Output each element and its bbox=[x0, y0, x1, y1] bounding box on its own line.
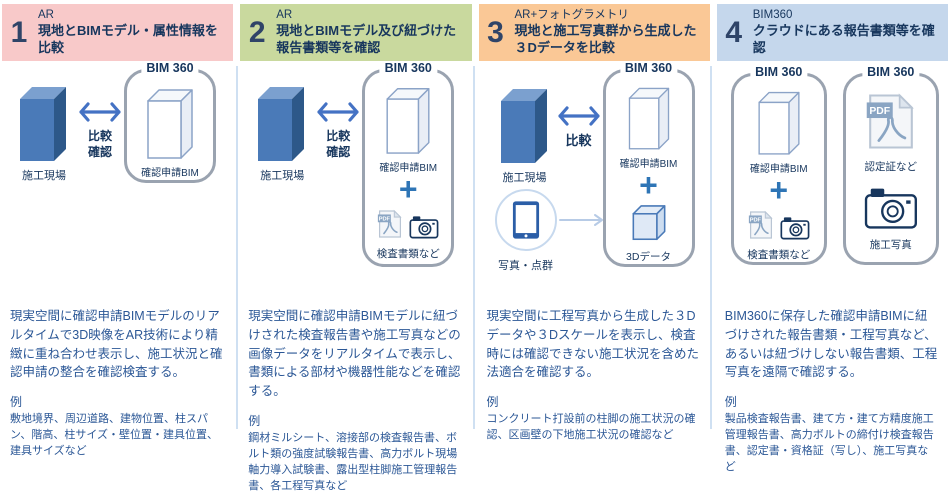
bim360-label: BIM 360 bbox=[750, 65, 808, 79]
site-label: 施工現場 bbox=[260, 170, 305, 182]
column-3-diagram: 施工現場 比較 写真・点群 BIM 360 bbox=[479, 61, 710, 299]
example-list: 鋼材ミルシート、溶接部の検査報告書、ボルト類の強度試験報告書、高力ボルト現場軸力… bbox=[248, 431, 458, 492]
step-number: 3 bbox=[487, 15, 504, 49]
camera-icon bbox=[780, 217, 810, 240]
documents-label: 検査書類など bbox=[747, 249, 811, 261]
double-arrow-icon bbox=[79, 102, 121, 122]
bim360-label: BIM 360 bbox=[619, 61, 678, 75]
column-1-text: 現実空間に確認申請BIMモデルのリアルタイムで3D映像をAR技術により精緻に重ね… bbox=[2, 299, 233, 460]
compare-label: 比較 bbox=[565, 133, 592, 148]
column-4-text: BIM360に保存した確認申請BIMに紐づけされた報告書類・工程写真など、あるい… bbox=[717, 299, 948, 476]
camera-icon bbox=[409, 216, 439, 239]
3d-data-label: 3Dデータ bbox=[626, 251, 671, 263]
certificate-label: 認定証など bbox=[864, 161, 918, 173]
model-label: 確認申請BIM bbox=[619, 158, 678, 170]
step-number: 2 bbox=[248, 15, 266, 49]
3d-data-cube-icon bbox=[632, 204, 665, 240]
bim360-container-right: BIM 360 PDF 認定証など 施工写真 bbox=[842, 65, 939, 265]
pdf-badge-text: PDF bbox=[379, 217, 391, 223]
example-list: 製品検査報告書、建て方・建て方精度施工管理報告書、高力ボルトの締付け検査報告書、… bbox=[724, 413, 934, 473]
site-label: 施工現場 bbox=[502, 172, 547, 184]
model-label: 確認申請BIM bbox=[379, 163, 438, 174]
description: 現実空間に確認申請BIMモデルに紐づけされた検査報告書や施工写真などの画像データ… bbox=[248, 309, 461, 398]
tablet-icon bbox=[512, 201, 539, 239]
pdf-badge-text: PDF bbox=[869, 106, 890, 117]
camera-icon bbox=[864, 188, 917, 229]
method-tag: AR bbox=[38, 9, 54, 22]
site-label: 施工現場 bbox=[22, 170, 66, 182]
column-4-header: 4 BIM360 クラウドにある報告書類等を確認 bbox=[716, 4, 948, 61]
generate-arrow-icon bbox=[558, 214, 603, 226]
column-3-header: 3 AR+フォトグラメトリ 現地と施工写真群から生成した３Dデータを比較 bbox=[478, 4, 710, 61]
step-title: 現地とBIMモデル・属性情報を比較 bbox=[38, 22, 218, 55]
bim360-container: BIM 360 確認申請BIM + PDF bbox=[362, 61, 455, 267]
column-2: 2 AR 現地とBIMモデル及び紐づけた報告書類等を確認 施工現場 比較 確認 … bbox=[240, 4, 472, 495]
bim360-container: BIM 360 確認申請BIM + 3Dデータ bbox=[602, 61, 695, 267]
description: 現実空間に確認申請BIMモデルのリアルタイムで3D映像をAR技術により精緻に重ね… bbox=[10, 309, 223, 380]
example-heading: 例 bbox=[486, 395, 499, 409]
compare-label: 比較 確認 bbox=[87, 129, 112, 159]
example-heading: 例 bbox=[10, 395, 23, 409]
plus-sign: + bbox=[769, 171, 789, 208]
column-1-header: 1 AR 現地とBIMモデル・属性情報を比較 bbox=[2, 4, 234, 61]
column-2-diagram: 施工現場 比較 確認 BIM 360 確認申請BIM + bbox=[240, 61, 471, 299]
model-label: 確認申請BIM bbox=[141, 168, 199, 179]
plus-sign: + bbox=[639, 166, 658, 203]
documents-label: 検査書類など bbox=[376, 248, 440, 261]
pdf-document-icon: PDF bbox=[866, 93, 914, 149]
column-1-diagram: 施工現場 比較 確認 BIM 360 確認申請BIM bbox=[2, 61, 233, 299]
compare-label: 比較 確認 bbox=[326, 129, 351, 159]
photo-label: 施工写真 bbox=[869, 239, 912, 251]
bim360-label: BIM 360 bbox=[141, 61, 199, 75]
pdf-document-icon: PDF bbox=[748, 210, 773, 239]
column-divider bbox=[473, 66, 475, 429]
example-list: コンクリート打設前の柱脚の施工状況の確認、区画壁の下地施工状況の確認など bbox=[486, 413, 696, 441]
column-3: 3 AR+フォトグラメトリ 現地と施工写真群から生成した３Dデータを比較 施工現… bbox=[478, 4, 710, 495]
column-4-diagram: BIM 360 確認申請BIM + PDF bbox=[717, 61, 948, 299]
construction-site-3d-box-icon bbox=[500, 89, 547, 163]
column-3-text: 現実空間に工程写真から生成した３Dデータや３Dスケールを表示し、検査時には確認で… bbox=[479, 299, 710, 444]
bim360-container: BIM 360 確認申請BIM bbox=[124, 61, 216, 183]
step-number: 1 bbox=[10, 15, 28, 49]
bim-workflow-infographic: 1 AR 現地とBIMモデル・属性情報を比較 施工現場 比較 確認 BIM 36… bbox=[2, 4, 948, 492]
bim-model-3d-box-icon bbox=[147, 89, 193, 159]
example-list: 敷地境界、周辺道路、建物位置、柱スパン、階高、柱サイズ・壁位置・建具位置、建具サ… bbox=[10, 413, 219, 457]
description: BIM360に保存した確認申請BIMに紐づけされた報告書類・工程写真など、あるい… bbox=[724, 309, 938, 380]
column-2-text: 現実空間に確認申請BIMモデルに紐づけされた検査報告書や施工写真などの画像データ… bbox=[240, 299, 471, 495]
column-2-header: 2 AR 現地とBIMモデル及び紐づけた報告書類等を確認 bbox=[240, 4, 472, 61]
construction-site-3d-box-icon bbox=[258, 87, 305, 161]
plus-sign: + bbox=[398, 171, 418, 207]
tablet-label: 写真・点群 bbox=[498, 260, 553, 272]
description: 現実空間に工程写真から生成した３Dデータや３Dスケールを表示し、検査時には確認で… bbox=[486, 309, 700, 380]
step-title: クラウドにある報告書類等を確認 bbox=[752, 22, 935, 55]
bim360-label: BIM 360 bbox=[862, 65, 920, 79]
step-title: 現地と施工写真群から生成した３Dデータを比較 bbox=[514, 22, 697, 55]
column-divider bbox=[710, 66, 712, 429]
column-1: 1 AR 現地とBIMモデル・属性情報を比較 施工現場 比較 確認 BIM 36… bbox=[2, 4, 234, 495]
method-tag: AR bbox=[276, 9, 293, 22]
double-arrow-icon bbox=[557, 106, 600, 126]
example-heading: 例 bbox=[248, 413, 261, 428]
bim360-container-left: BIM 360 確認申請BIM + PDF bbox=[730, 65, 827, 265]
column-4: 4 BIM360 クラウドにある報告書類等を確認 BIM 360 確認申請BIM… bbox=[716, 4, 948, 495]
example-heading: 例 bbox=[724, 395, 737, 409]
bim-model-3d-box-icon bbox=[386, 88, 430, 154]
bim-model-3d-box-icon bbox=[758, 91, 800, 155]
pdf-badge-text: PDF bbox=[749, 218, 761, 224]
method-tag: AR+フォトグラメトリ bbox=[514, 9, 629, 22]
step-title: 現地とBIMモデル及び紐づけた報告書類等を確認 bbox=[276, 22, 457, 55]
model-label: 確認申請BIM bbox=[749, 163, 808, 175]
column-divider bbox=[236, 66, 238, 429]
bim-model-3d-box-icon bbox=[628, 87, 669, 150]
method-tag: BIM360 bbox=[752, 9, 793, 22]
double-arrow-icon bbox=[317, 102, 359, 122]
bim360-label: BIM 360 bbox=[379, 61, 437, 75]
pdf-document-icon: PDF bbox=[378, 209, 402, 238]
step-number: 4 bbox=[725, 15, 743, 49]
capture-device-circle bbox=[494, 189, 557, 251]
construction-site-3d-box-icon bbox=[20, 87, 66, 161]
